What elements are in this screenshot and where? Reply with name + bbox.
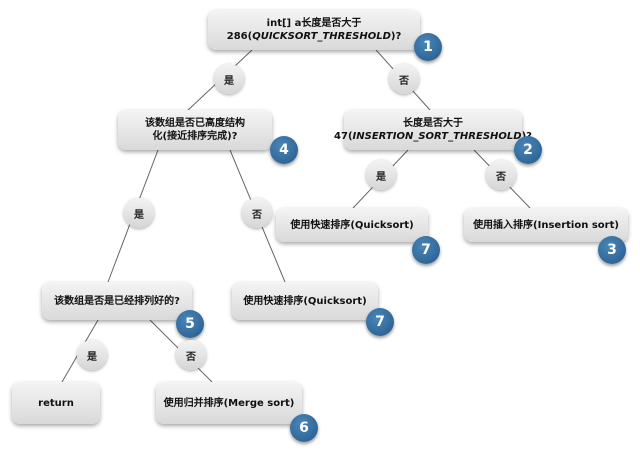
- quicksort-right-label: 使用快速排序(Quicksort): [290, 219, 414, 231]
- step-badge-7-mid: 7: [366, 308, 394, 336]
- merge-sort-label: 使用归并排序(Merge sort): [163, 397, 295, 409]
- step-badge-5: 5: [176, 310, 204, 338]
- step-badge-2: 2: [514, 136, 542, 164]
- edge-label-insertion-yes: 是: [366, 160, 396, 190]
- step-badge-6: 6: [290, 414, 318, 442]
- edge-label-root-yes: 是: [214, 64, 244, 94]
- edge-label-sorted-no: 否: [176, 340, 206, 370]
- insertion-threshold-box: 长度是否大于 47(INSERTION_SORT_THRESHOLD)?: [334, 110, 532, 150]
- insertion-threshold-constant: INSERTION_SORT_THRESHOLD: [352, 131, 522, 142]
- merge-sort-box: 使用归并排序(Merge sort): [156, 382, 302, 424]
- insertion-threshold-line2: 47(INSERTION_SORT_THRESHOLD)?: [334, 130, 532, 143]
- sorted-decision-label: 该数组是否是已经排列好的?: [54, 295, 180, 307]
- root-decision-number: 286(: [226, 31, 253, 42]
- quicksort-mid-box: 使用快速排序(Quicksort): [232, 282, 378, 320]
- edge-label-insertion-no: 否: [486, 160, 516, 190]
- edge-label-sorted-yes: 是: [77, 340, 107, 370]
- step-badge-4: 4: [270, 136, 298, 164]
- root-decision-suffix: )?: [390, 31, 402, 42]
- root-decision-line1: int[] a长度是否大于: [266, 18, 362, 29]
- structured-decision-box: 该数组是否已高度结构 化(接近排序完成)?: [118, 110, 272, 150]
- quicksort-right-box: 使用快速排序(Quicksort): [276, 208, 428, 242]
- quicksort-mid-label: 使用快速排序(Quicksort): [243, 295, 367, 307]
- root-decision-line2: 286(QUICKSORT_THRESHOLD)?: [227, 30, 402, 43]
- insertion-sort-label: 使用插入排序(Insertion sort): [473, 219, 619, 231]
- step-badge-1: 1: [414, 33, 442, 61]
- step-badge-3: 3: [598, 236, 626, 264]
- edge-label-structured-no: 否: [242, 198, 272, 228]
- insertion-threshold-number: 47(: [334, 131, 353, 142]
- insertion-sort-box: 使用插入排序(Insertion sort): [464, 208, 628, 242]
- edge-label-root-no: 否: [389, 64, 419, 94]
- edge-label-structured-yes: 是: [124, 198, 154, 228]
- return-label: return: [38, 397, 74, 409]
- structured-decision-line2: 化(接近排序完成)?: [152, 131, 238, 142]
- step-badge-7-right: 7: [412, 236, 440, 264]
- root-decision-constant: QUICKSORT_THRESHOLD: [252, 31, 391, 42]
- structured-decision-line1: 该数组是否已高度结构: [145, 118, 245, 129]
- insertion-threshold-line1: 长度是否大于: [403, 118, 463, 129]
- sorted-decision-box: 该数组是否是已经排列好的?: [42, 282, 192, 320]
- return-box: return: [12, 382, 100, 424]
- root-decision-box: int[] a长度是否大于 286(QUICKSORT_THRESHOLD)?: [208, 10, 420, 50]
